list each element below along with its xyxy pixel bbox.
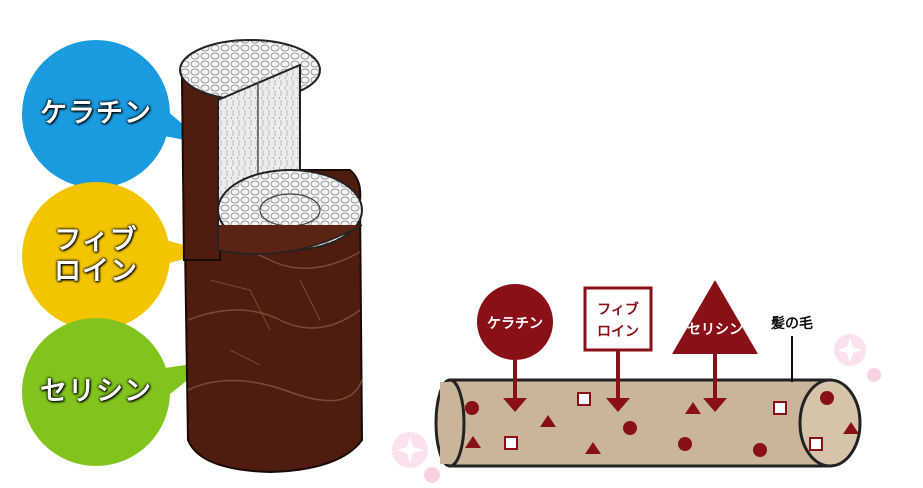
keratin-marker-label: ケラチン — [487, 316, 543, 332]
fibroin-marker: フィブ ロイン — [583, 286, 653, 412]
hair-strand — [448, 378, 832, 468]
keratin-bubble: ケラチン — [22, 40, 170, 188]
protein-markers — [465, 391, 859, 457]
sparkle-icon — [392, 334, 881, 483]
sericin-marker: セリシン — [672, 280, 758, 412]
hair-cross-section-illustration — [179, 39, 364, 474]
keratin-marker: ケラチン — [477, 284, 553, 412]
sericin-bubble: セリシン — [22, 318, 170, 466]
fibroin-marker-label-line2: ロイン — [597, 324, 639, 340]
fibroin-marker-label-line1: フィブ — [597, 301, 639, 318]
hair-strand-diagram: ケラチン フィブ ロイン セリシン 髪の毛 — [392, 280, 881, 483]
sericin-label: セリシン — [40, 376, 152, 408]
fibroin-label: フィブ ロイン — [54, 224, 138, 287]
fibroin-bubble: フィブ ロイン — [22, 182, 170, 330]
keratin-label: ケラチン — [40, 98, 152, 130]
hair-label: 髪の毛 — [770, 315, 813, 332]
sericin-marker-label: セリシン — [687, 322, 743, 338]
